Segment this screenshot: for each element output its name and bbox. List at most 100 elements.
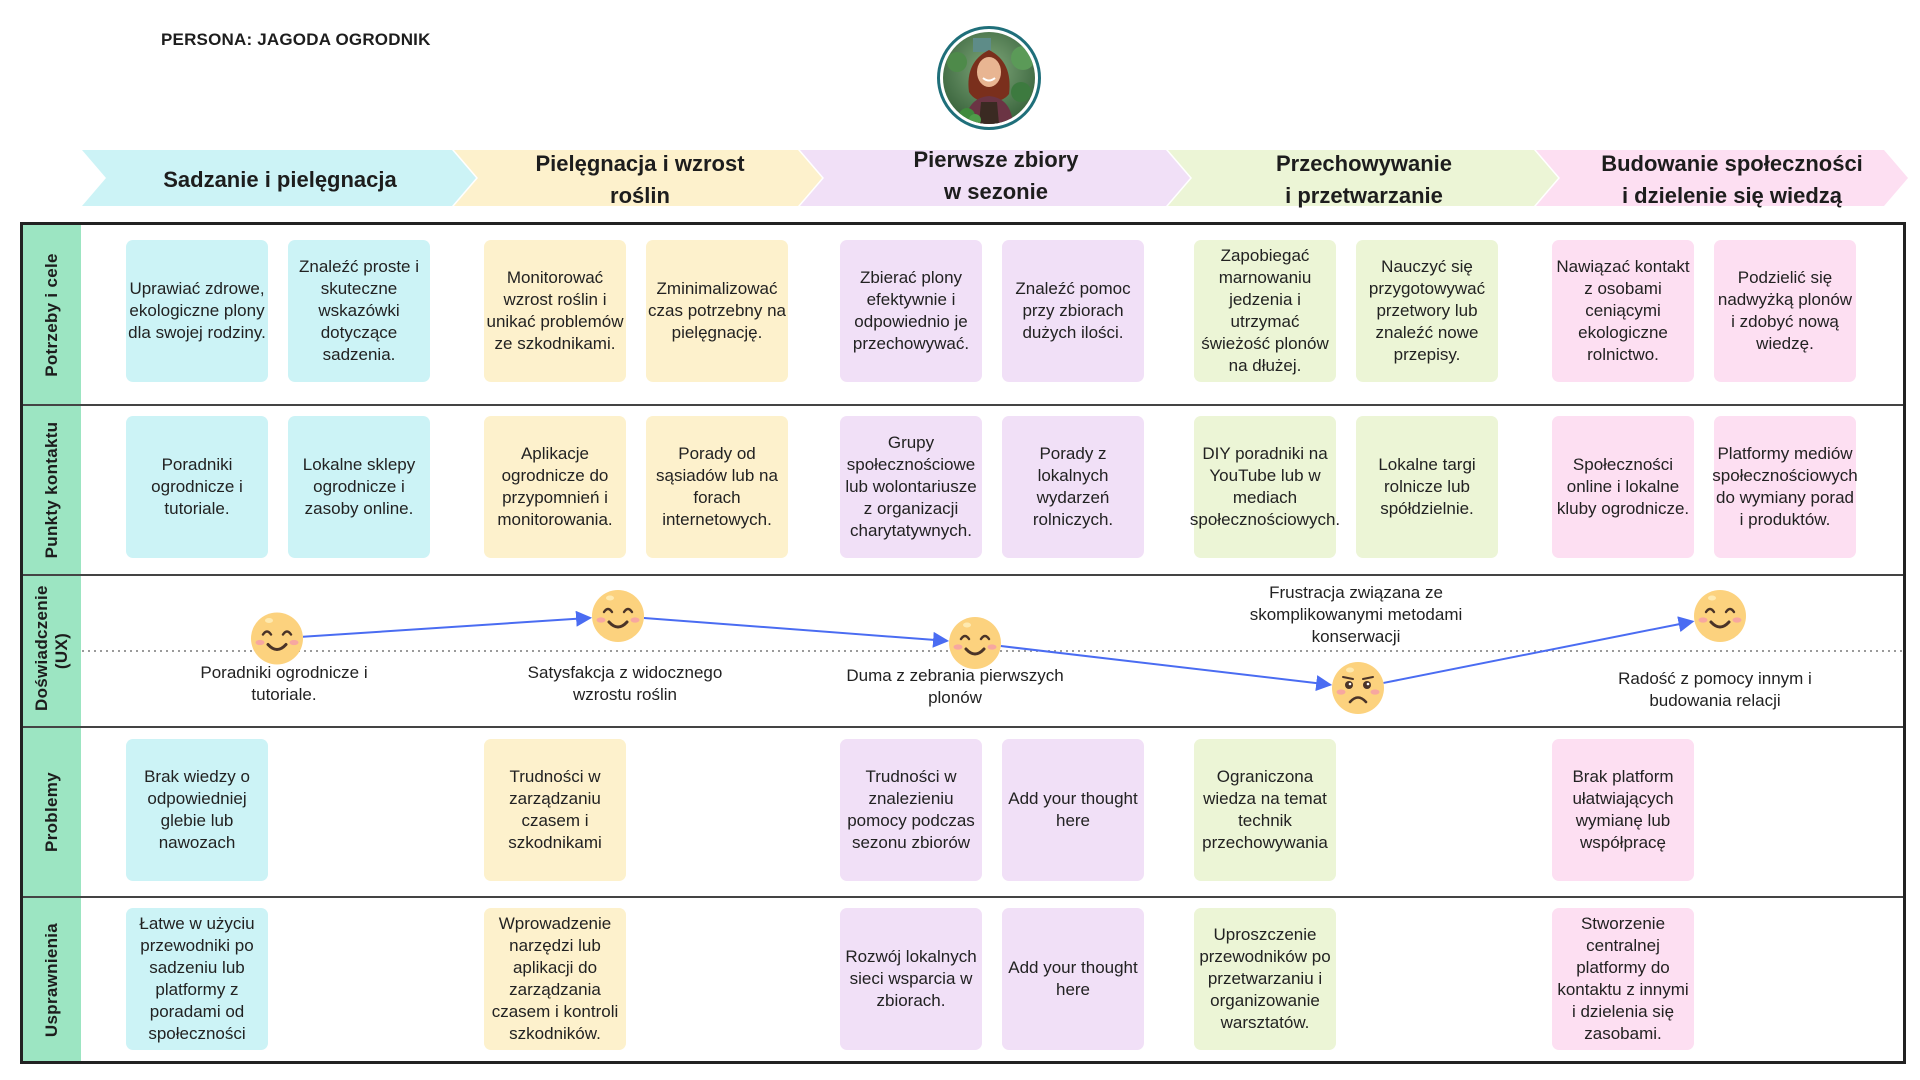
improvement-card[interactable]: Stworzenie centralnej platformy do konta… <box>1552 908 1694 1050</box>
sticky-note-text: Lokalne targi rolnicze lub spółdzielnie. <box>1378 455 1476 518</box>
touchpoint-card[interactable]: Lokalne targi rolnicze lub spółdzielnie. <box>1356 416 1498 558</box>
row-label-touchpoints: Punkty kontaktu <box>23 406 81 574</box>
improvement-card[interactable]: Łatwe w użyciu przewodniki po sadzeniu l… <box>126 908 268 1050</box>
ux-connector-arrow <box>1383 616 1695 684</box>
need-card[interactable]: Uprawiać zdrowe, ekologiczne plony dla s… <box>126 240 268 382</box>
sticky-note-text: Brak wiedzy o odpowiedniej glebie lub na… <box>144 767 250 852</box>
sticky-note-text: Trudności w znalezieniu pomocy podczas s… <box>847 767 975 852</box>
sticky-note-text: Podzielić się nadwyżką plonów i zdobyć n… <box>1717 268 1853 353</box>
ux-emotion-label: Frustracja związana ze skomplikowanymi m… <box>1249 583 1463 646</box>
stage-2: Pierwsze zbiory w sezonie <box>826 147 1166 204</box>
problem-card[interactable]: Brak wiedzy o odpowiedniej glebie lub na… <box>126 739 268 881</box>
row-label-needs: Potrzeby i cele <box>23 225 81 404</box>
sad-face-icon <box>1332 662 1384 714</box>
persona-photo-icon <box>943 32 1035 124</box>
touchpoint-card[interactable]: Poradniki ogrodnicze i tutoriale. <box>126 416 268 558</box>
touchpoint-card[interactable]: Aplikacje ogrodnicze do przypomnień i mo… <box>484 416 626 558</box>
row-experience: Doświadczenie (UX) <box>23 574 1903 726</box>
happy-face-icon <box>251 612 303 665</box>
need-card[interactable]: Nawiązać kontakt z osobami ceniącymi eko… <box>1552 240 1694 382</box>
stage-chevrons <box>82 150 1908 206</box>
row-label-experience: Doświadczenie (UX) <box>23 576 81 726</box>
need-card[interactable]: Nauczyć się przygotowywać przetwory lub … <box>1356 240 1498 382</box>
row-needs: Potrzeby i cele <box>23 225 1903 404</box>
need-card[interactable]: Zapobiegać marnowaniu jedzenia i utrzyma… <box>1194 240 1336 382</box>
sticky-note-text: Porady z lokalnych wydarzeń rolniczych. <box>1032 444 1114 529</box>
stage-chevron-1 <box>454 150 822 206</box>
touchpoint-card[interactable]: Porady z lokalnych wydarzeń rolniczych. <box>1002 416 1144 558</box>
ux-emotion-label: Radość z pomocy innym i budowania relacj… <box>1618 669 1812 710</box>
stage-title-line2: w sezonie <box>944 179 1048 204</box>
happy-face-icon <box>1694 590 1746 642</box>
ux-emotion-label: Poradniki ogrodnicze i tutoriale. <box>200 663 368 704</box>
sticky-note-text: Porady od sąsiadów lub na forach interne… <box>656 444 778 529</box>
sticky-note-text: Znaleźć pomoc przy zbiorach dużych ilośc… <box>1015 279 1131 342</box>
need-card[interactable]: Podzielić się nadwyżką plonów i zdobyć n… <box>1714 240 1856 382</box>
problem-card[interactable]: Ograniczona wiedza na temat technik prze… <box>1194 739 1336 881</box>
need-card[interactable]: Zminimalizować czas potrzebny na pielęgn… <box>646 240 788 382</box>
problem-card[interactable]: Brak platform ułatwiających wymianę lub … <box>1552 739 1694 881</box>
ux-connector-arrow <box>1000 645 1333 692</box>
ux-emotion-label: Satysfakcja z widocznego wzrostu roślin <box>527 663 723 704</box>
touchpoint-card[interactable]: Platformy mediów społecznościowych do wy… <box>1712 416 1858 558</box>
touchpoint-card[interactable]: Lokalne sklepy ogrodnicze i zasoby onlin… <box>288 416 430 558</box>
stage-chevron-2 <box>800 150 1190 206</box>
row-touchpoints: Punkty kontaktu <box>23 404 1903 574</box>
sticky-note-text: Platformy mediów społecznościowych do wy… <box>1712 444 1858 529</box>
sticky-note-text: Aplikacje ogrodnicze do przypomnień i mo… <box>497 444 613 529</box>
happy-face-icon <box>949 617 1001 669</box>
stage-title: Sadzanie i pielęgnacja <box>163 167 397 192</box>
stage-chevron-4 <box>1536 150 1908 206</box>
improvement-card[interactable]: Uproszczenie przewodników po przetwarzan… <box>1194 908 1336 1050</box>
stage-header: Sadzanie i pielęgnacja Pielęgnacja i wzr… <box>0 147 1920 208</box>
need-card[interactable]: Zbierać plony efektywnie i odpowiednio j… <box>840 240 982 382</box>
touchpoint-card[interactable]: Społeczności online i lokalne kluby ogro… <box>1552 416 1694 558</box>
improvement-card[interactable]: Add your thought here <box>1002 908 1144 1050</box>
sticky-note-text: Nawiązać kontakt z osobami ceniącymi eko… <box>1556 257 1690 364</box>
persona-title: PERSONA: JAGODA OGRODNIK <box>161 30 431 49</box>
need-card[interactable]: Monitorować wzrost roślin i unikać probl… <box>484 240 626 382</box>
row-label-problems: Problemy <box>23 728 81 896</box>
persona-avatar <box>937 26 1041 130</box>
sticky-note-text: Zminimalizować czas potrzebny na pielęgn… <box>648 279 786 342</box>
sticky-note-text: Ograniczona wiedza na temat technik prze… <box>1202 767 1328 852</box>
sticky-note-text: Brak platform ułatwiających wymianę lub … <box>1572 767 1674 852</box>
stage-0: Sadzanie i pielęgnacja <box>110 152 450 208</box>
stage-title: Pierwsze zbiory <box>913 147 1079 172</box>
sticky-note-text: Łatwe w użyciu przewodniki po sadzeniu l… <box>139 914 255 1043</box>
sticky-note-text: Wprowadzenie narzędzi lub aplikacji do z… <box>491 914 619 1043</box>
improvement-card[interactable]: Wprowadzenie narzędzi lub aplikacji do z… <box>484 908 626 1050</box>
improvement-card[interactable]: Rozwój lokalnych sieci wsparcia w zbiora… <box>840 908 982 1050</box>
sticky-note-text: Stworzenie centralnej platformy do konta… <box>1557 914 1689 1043</box>
touchpoint-card[interactable]: DIY poradniki na YouTube lub w mediach s… <box>1190 416 1340 558</box>
stage-1: Pielęgnacja i wzrost roślin <box>480 151 800 208</box>
sticky-note-text: Monitorować wzrost roślin i unikać probl… <box>486 268 624 353</box>
stage-title-line2: i przetwarzanie <box>1285 183 1443 208</box>
sticky-note-text: Nauczyć się przygotowywać przetwory lub … <box>1368 257 1486 364</box>
stage-title-line2: roślin <box>610 183 670 208</box>
need-card[interactable]: Znaleźć pomoc przy zbiorach dużych ilośc… <box>1002 240 1144 382</box>
sticky-note-text: Rozwój lokalnych sieci wsparcia w zbiora… <box>845 947 977 1010</box>
sticky-note-text: Zapobiegać marnowaniu jedzenia i utrzyma… <box>1201 246 1329 375</box>
sticky-note-text: Poradniki ogrodnicze i tutoriale. <box>151 455 243 518</box>
touchpoint-card[interactable]: Porady od sąsiadów lub na forach interne… <box>646 416 788 558</box>
sticky-note-text: Add your thought here <box>1008 958 1138 999</box>
ux-connector-arrow <box>643 616 950 648</box>
ux-emotion-label: Duma z zebrania pierwszych plonów <box>846 666 1064 707</box>
stage-3: Przechowywanie i przetwarzanie <box>1194 151 1534 208</box>
sticky-note-text: DIY poradniki na YouTube lub w mediach s… <box>1189 444 1341 529</box>
problem-card[interactable]: Add your thought here <box>1002 739 1144 881</box>
sticky-note-text: Uprawiać zdrowe, ekologiczne plony dla s… <box>128 279 266 342</box>
need-card[interactable]: Znaleźć proste i skuteczne wskazówki dot… <box>288 240 430 382</box>
problem-card[interactable]: Trudności w zarządzaniu czasem i szkodni… <box>484 739 626 881</box>
sticky-note-text: Trudności w zarządzaniu czasem i szkodni… <box>508 767 602 852</box>
stage-title: Budowanie społeczności <box>1601 151 1863 176</box>
ux-connector-arrow <box>302 610 593 638</box>
sticky-note-text: Znaleźć proste i skuteczne wskazówki dot… <box>299 257 419 364</box>
row-label-improvements: Usprawnienia <box>23 898 81 1061</box>
problem-card[interactable]: Trudności w znalezieniu pomocy podczas s… <box>840 739 982 881</box>
stage-chevron-3 <box>1168 150 1558 206</box>
touchpoint-card[interactable]: Grupy społecznościowe lub wolontariusze … <box>840 416 982 558</box>
happy-face-icon <box>592 590 644 642</box>
